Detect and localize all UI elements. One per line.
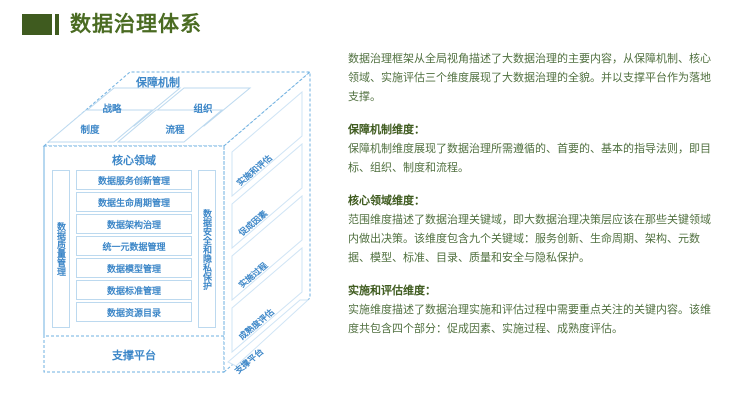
top-cell-strategy: 战略 [102,104,122,115]
description-section-1: 核心领域维度： 范围维度描述了数据治理关键域，即大数据治理决策层应该在那些关键领… [348,192,720,268]
page-title: 数据治理体系 [22,14,202,35]
front-face-heading: 核心领域 [112,155,156,167]
title-accent-block [22,14,52,35]
description-column: 数据治理框架从全局视角描述了大数据治理的主要内容，从保障机制、核心领域、实施评估… [348,50,720,339]
front-right-security-panel: 数据安全和隐私保护 [198,170,216,328]
section-heading-2: 实施和评估维度： [348,285,436,297]
section-body-1: 范围维度描述了数据治理关键域，即大数据治理决策层应该在那些关键领域内做出决策。该… [348,214,711,264]
description-section-0: 保障机制维度： 保障机制维度展现了数据治理所需遵循的、首要的、基本的指导法则，即… [348,121,720,178]
core-item-4: 数据模型管理 [76,258,192,278]
section-body-2: 实施维度描述了数据治理实施和评估过程中需要重点关注的关键内容。该维度共包含四个部… [348,304,711,335]
core-item-1: 数据生命周期管理 [76,192,192,212]
core-item-5: 数据标准管理 [76,280,192,300]
front-left-quality-label: 数据质量管理 [56,222,66,276]
top-face-heading: 保障机制 [136,77,180,89]
top-cell-organization: 组织 [193,104,213,115]
section-body-0: 保障机制维度展现了数据治理所需遵循的、首要的、基本的指导法则，即目标、组织、制度… [348,143,711,174]
section-heading-0: 保障机制维度： [348,124,425,136]
title-label: 数据治理体系 [70,13,202,36]
top-cell-process: 流程 [165,125,185,136]
front-right-security-label: 数据安全和隐私保护 [202,208,212,290]
description-section-2: 实施和评估维度： 实施维度描述了数据治理实施和评估过程中需要重点关注的关键内容。… [348,282,720,339]
front-footer-platform: 支撑平台 [112,350,156,362]
title-accent-bar [55,14,59,35]
core-item-6: 数据资源目录 [76,302,192,322]
top-cell-system: 制度 [80,125,100,136]
governance-cube-diagram: 保障机制 战略 组织 制度 流程 核心领域 数据质量管理 数据安全和隐私保护 数… [26,66,326,378]
front-left-quality-panel: 数据质量管理 [52,170,70,328]
section-heading-1: 核心领域维度： [348,195,425,207]
core-item-3: 统一元数据管理 [76,236,192,256]
description-intro: 数据治理框架从全局视角描述了大数据治理的主要内容，从保障机制、核心领域、实施评估… [348,53,711,103]
cube-wireframe [42,70,312,374]
core-item-2: 数据架构治理 [76,214,192,234]
core-item-0: 数据服务创新管理 [76,170,192,190]
